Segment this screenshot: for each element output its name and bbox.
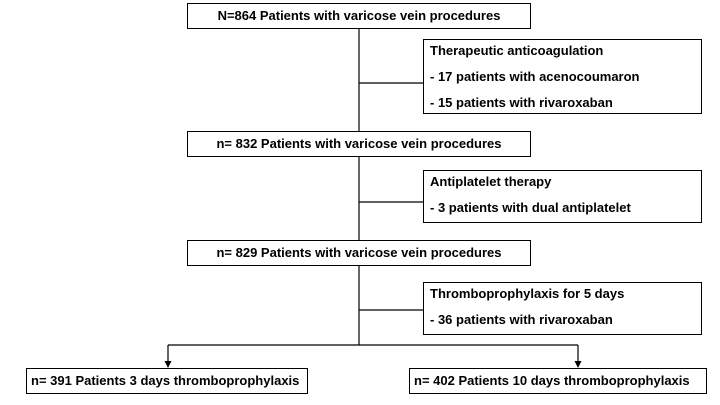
exclusion-title: Therapeutic anticoagulation — [430, 43, 604, 58]
after-antiplatelet-label: n= 829 Patients with varicose vein proce… — [216, 245, 502, 260]
final-group-3-days-box: n= 391 Patients 3 days thromboprophylaxi… — [26, 368, 308, 394]
exclusion-item: - 36 patients with rivaroxaban — [430, 312, 613, 327]
exclusion-item: - 17 patients with acenocoumaron — [430, 69, 640, 84]
exclusion-item: - 15 patients with rivaroxaban — [430, 95, 613, 110]
total-patients-box: N=864 Patients with varicose vein proced… — [187, 3, 531, 29]
exclusion-item: - 3 patients with dual antiplatelet — [430, 200, 631, 215]
exclusion-box-anticoagulation: Therapeutic anticoagulation - 17 patient… — [423, 39, 702, 114]
after-anticoagulation-box: n= 832 Patients with varicose vein proce… — [187, 131, 531, 157]
exclusion-title: Thromboprophylaxis for 5 days — [430, 286, 625, 301]
after-anticoagulation-label: n= 832 Patients with varicose vein proce… — [216, 136, 502, 151]
exclusion-box-antiplatelet: Antiplatelet therapy - 3 patients with d… — [423, 170, 702, 223]
final-group-3-days-label: n= 391 Patients 3 days thromboprophylaxi… — [31, 373, 300, 388]
arrowhead-left — [164, 361, 172, 368]
exclusion-title: Antiplatelet therapy — [430, 174, 552, 189]
final-group-10-days-label: n= 402 Patients 10 days thromboprophylax… — [414, 373, 690, 388]
exclusion-box-thromboprophylaxis: Thromboprophylaxis for 5 days - 36 patie… — [423, 282, 702, 335]
after-antiplatelet-box: n= 829 Patients with varicose vein proce… — [187, 240, 531, 266]
final-group-10-days-box: n= 402 Patients 10 days thromboprophylax… — [409, 368, 707, 394]
arrowhead-right — [574, 361, 582, 368]
total-patients-label: N=864 Patients with varicose vein proced… — [217, 8, 501, 23]
